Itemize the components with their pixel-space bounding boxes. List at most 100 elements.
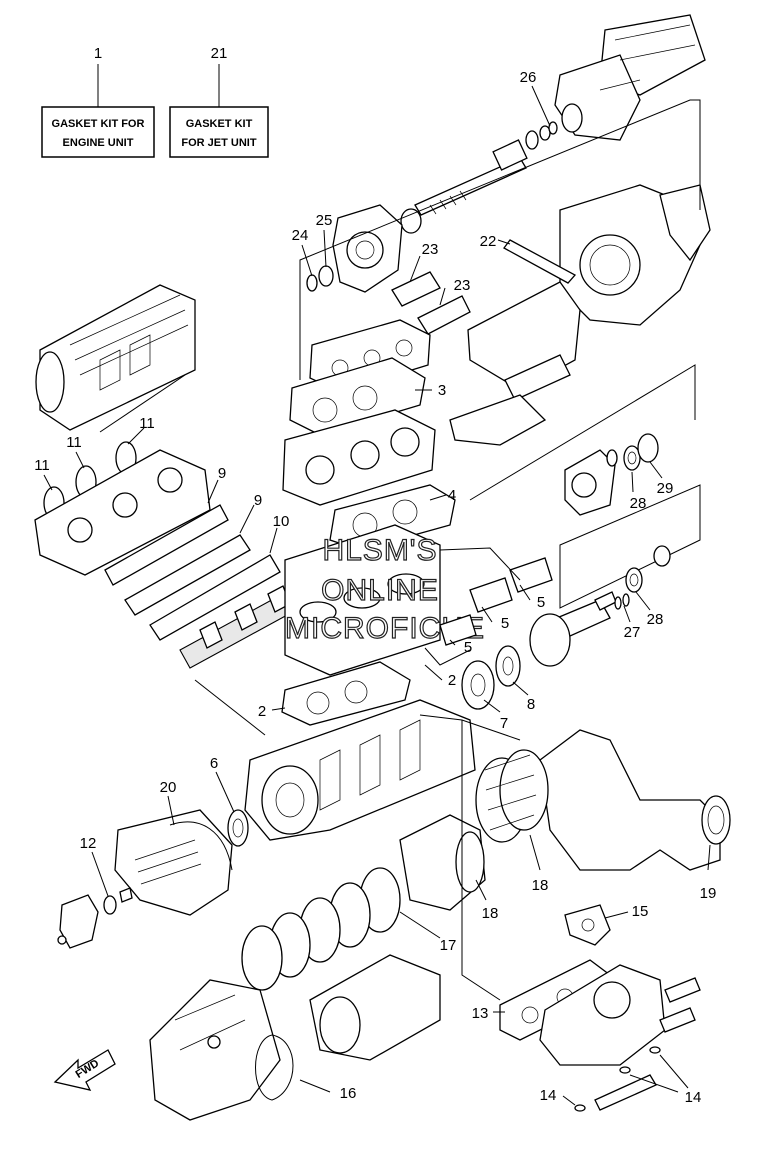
callout-10: 10 xyxy=(273,513,290,530)
leader-9a xyxy=(207,479,219,504)
callout-11b: 11 xyxy=(66,434,82,451)
clips-14 xyxy=(574,1046,661,1112)
callout-20: 20 xyxy=(160,779,177,796)
watermark-line2: ONLINE xyxy=(321,574,439,607)
bearing-housing-29 xyxy=(564,433,659,516)
callout-25: 25 xyxy=(316,212,333,229)
exhaust-pipe-upper xyxy=(539,729,731,871)
leader-2a xyxy=(271,707,286,711)
leader-4 xyxy=(429,494,447,501)
crankcase xyxy=(244,699,476,841)
group-line-29 xyxy=(469,364,696,501)
leader-25 xyxy=(323,229,327,268)
group-line-silencer xyxy=(99,374,186,433)
leader-22 xyxy=(497,239,511,245)
exhaust-body-16 xyxy=(309,954,441,1061)
exhaust-manifold-lower xyxy=(539,964,701,1066)
leader-16 xyxy=(299,1079,331,1093)
leader-24 xyxy=(301,244,313,277)
callout-26: 26 xyxy=(520,69,537,86)
leader-2b xyxy=(424,664,443,681)
gasket-20 xyxy=(169,821,233,871)
gasket-15 xyxy=(564,904,611,946)
magneto-cover xyxy=(114,809,233,916)
callout-17: 17 xyxy=(440,937,457,954)
gasket-23 xyxy=(391,271,471,335)
callout-2b: 2 xyxy=(448,672,456,689)
head-gasket-4 xyxy=(329,484,456,551)
gasket-kit-jet-box: GASKET KIT FOR JET UNIT xyxy=(169,106,269,158)
leader-17 xyxy=(399,911,441,939)
callout-27: 27 xyxy=(624,624,641,641)
seals-26 xyxy=(525,121,558,150)
callout-21: 21 xyxy=(211,45,228,62)
group-line-crank xyxy=(419,714,521,741)
callout-7: 7 xyxy=(500,715,508,732)
head-gasket-3 xyxy=(289,357,426,436)
leader-9b xyxy=(239,504,255,534)
gasket-kit-engine-line2: ENGINE UNIT xyxy=(63,137,134,149)
leader-5c xyxy=(449,639,456,646)
callout-1: 1 xyxy=(94,45,102,62)
callout-28a: 28 xyxy=(630,495,647,512)
drive-shaft xyxy=(400,139,528,234)
fwd-arrow-icon: FWD xyxy=(53,1049,116,1091)
intake-grate-22 xyxy=(503,239,577,284)
leader-11a xyxy=(43,474,53,491)
leader-19 xyxy=(707,844,711,871)
callout-13: 13 xyxy=(472,1005,489,1022)
coupling-7-8 xyxy=(461,645,521,710)
callout-9b: 9 xyxy=(254,492,262,509)
air-intake-silencer xyxy=(35,284,196,431)
leader-23a xyxy=(409,255,421,283)
jet-pump-housing xyxy=(559,184,711,326)
leader-27 xyxy=(623,605,631,623)
fuel-pump-12 xyxy=(57,887,133,949)
callout-15: 15 xyxy=(632,903,649,920)
leader-10 xyxy=(269,527,278,554)
bearings-27-28 xyxy=(614,545,671,610)
leader-11c xyxy=(127,427,145,445)
leader-18b xyxy=(475,879,487,901)
leader-6 xyxy=(215,771,235,813)
gasket-16 xyxy=(255,1034,294,1101)
callout-4: 4 xyxy=(448,487,456,504)
callout-5b: 5 xyxy=(501,615,509,632)
leader-7 xyxy=(483,699,501,713)
watermark-line1: HLSM'S xyxy=(322,534,437,567)
callout-18a: 18 xyxy=(532,877,549,894)
jet-nozzle-assembly xyxy=(554,14,706,141)
callout-28b: 28 xyxy=(647,611,664,628)
callout-18b: 18 xyxy=(482,905,499,922)
group-box-28 xyxy=(559,484,701,609)
leader-28b xyxy=(635,591,651,611)
callout-29: 29 xyxy=(657,480,674,497)
group-lines-5 xyxy=(424,547,521,666)
exhaust-chamber-18 xyxy=(475,749,549,843)
leader-12 xyxy=(91,851,109,897)
leader-14a xyxy=(562,1095,576,1106)
callout-14b: 14 xyxy=(685,1089,702,1106)
leader-5b xyxy=(481,606,493,623)
leader-14b xyxy=(629,1054,689,1093)
callout-14a: 14 xyxy=(540,1087,557,1104)
callout-2a: 2 xyxy=(258,703,266,720)
oil-seal-6 xyxy=(227,809,249,847)
group-line-reed xyxy=(194,679,266,736)
callout-22: 22 xyxy=(480,233,497,250)
cylinder-block xyxy=(284,524,441,676)
gasket-kit-jet-line2: FOR JET UNIT xyxy=(181,137,256,149)
callout-11c: 11 xyxy=(139,415,155,432)
leader-23b xyxy=(439,287,446,306)
gasket-kit-engine-line1: GASKET KIT FOR xyxy=(52,118,145,130)
leader-8 xyxy=(512,681,529,696)
leader-20 xyxy=(167,795,175,826)
group-line-top xyxy=(299,99,701,320)
intermediate-shaft xyxy=(529,591,617,667)
callout-3: 3 xyxy=(438,382,446,399)
leader-28a xyxy=(631,471,634,493)
gasket-kit-jet-line1: GASKET KIT xyxy=(186,118,253,130)
callout-5a: 5 xyxy=(537,594,545,611)
exhaust-hose-17 xyxy=(241,867,401,991)
